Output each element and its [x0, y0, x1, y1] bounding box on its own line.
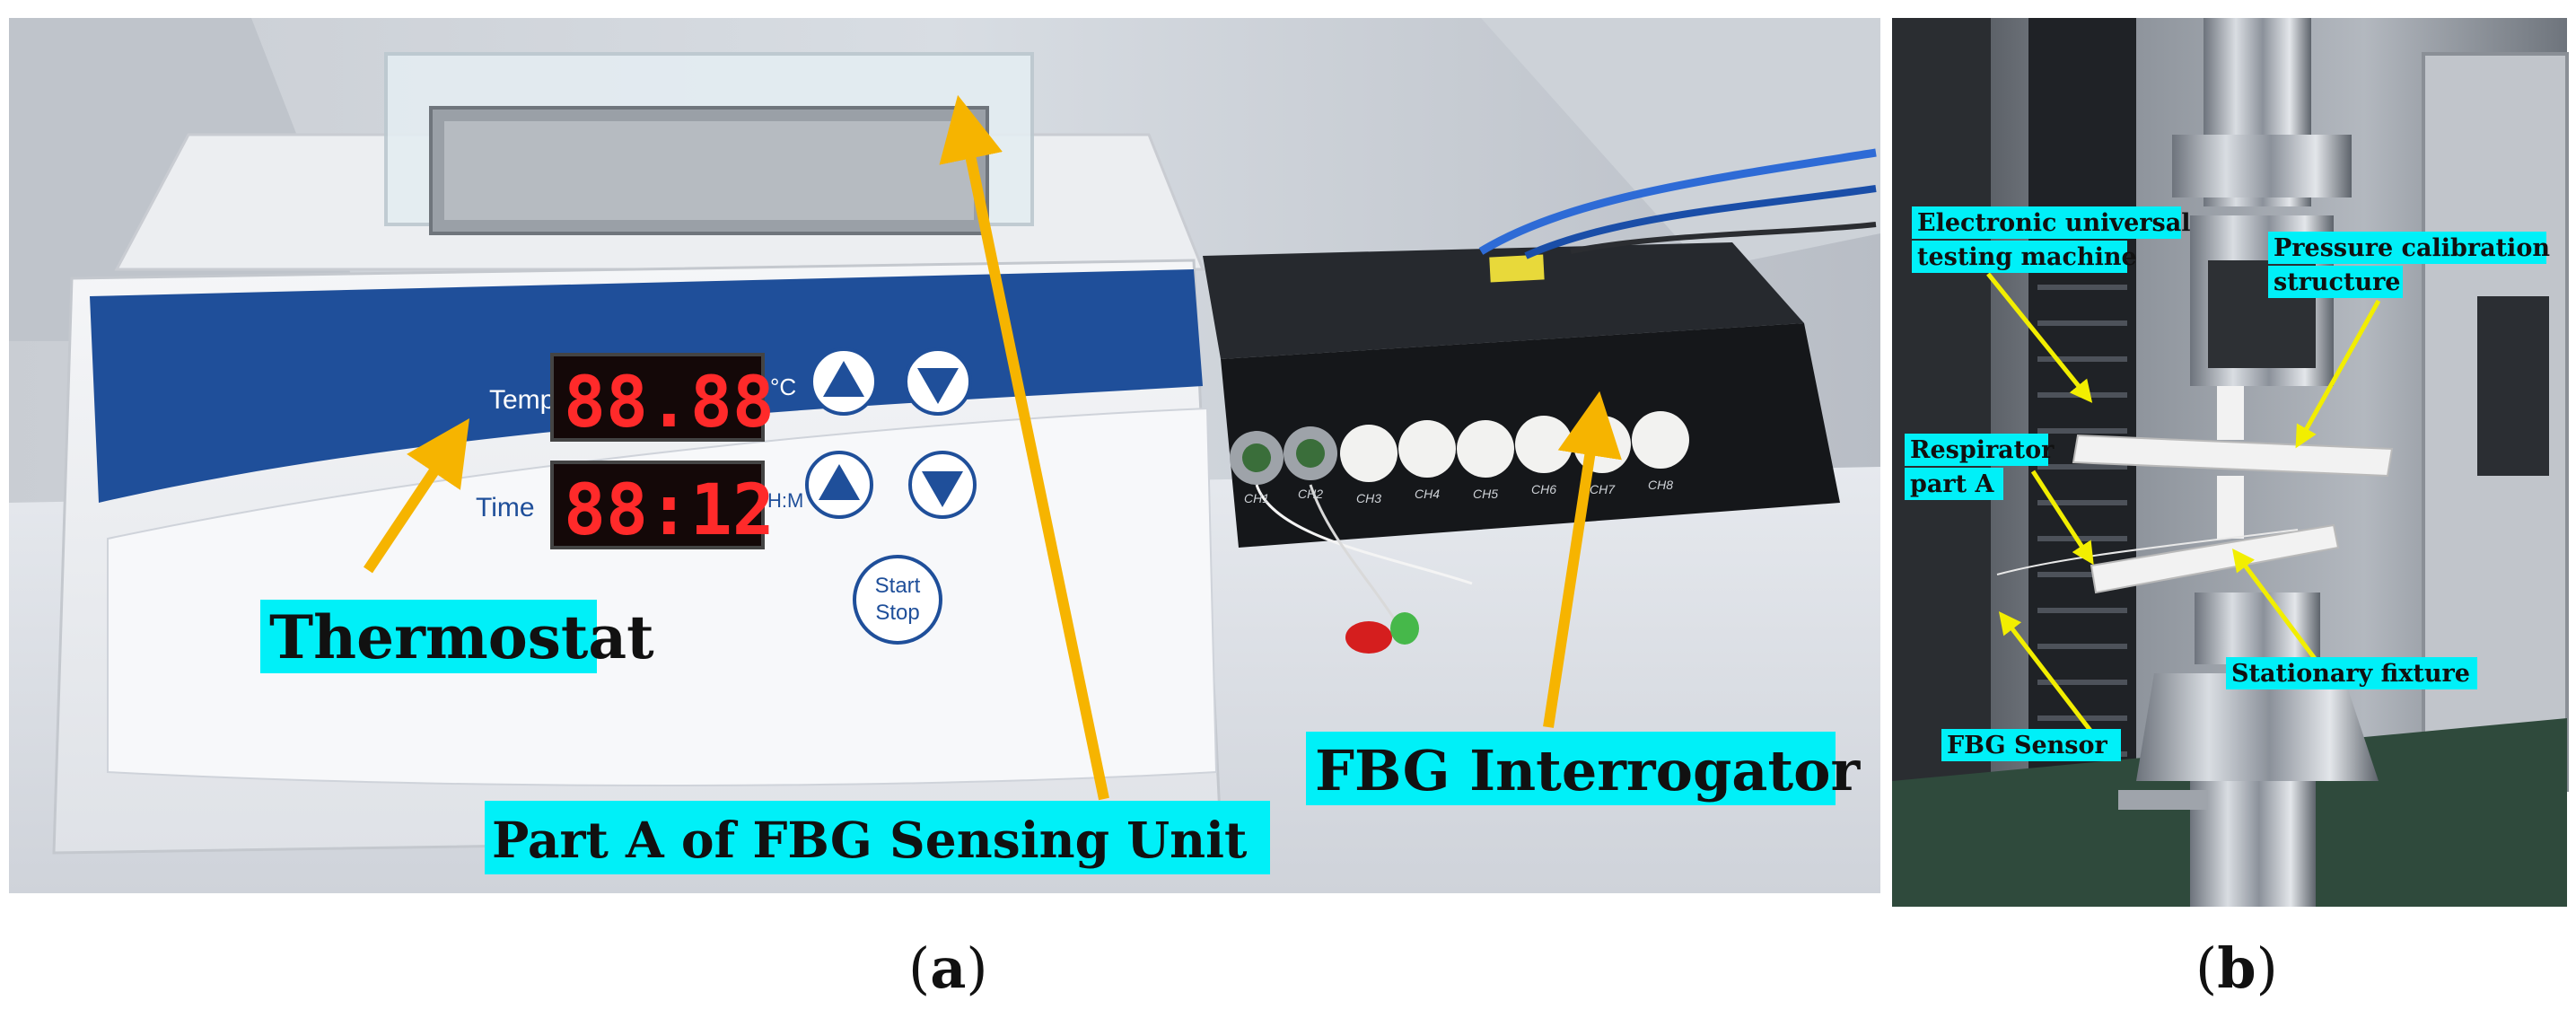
svg-text:testing machine: testing machine — [1917, 243, 2137, 271]
arrow-part-a — [939, 94, 1109, 801]
label-testing-machine: Electronic universal testing machine — [1912, 206, 2190, 273]
svg-text:Stop: Stop — [875, 601, 919, 625]
arrow-stationary-fixture — [2232, 549, 2318, 662]
channel-label-3: CH3 — [1356, 491, 1381, 505]
celsius-unit: °C — [770, 373, 796, 400]
channel-label-8: CH8 — [1648, 478, 1673, 492]
start-stop-button[interactable]: Start Stop — [853, 555, 942, 645]
thermostat-device: Temp 88.88 °C Time 88:12 H:M Start Sto — [52, 52, 1222, 855]
svg-text:Electronic universal: Electronic universal — [1917, 209, 2190, 237]
temp-display-value: 88.88 — [564, 363, 775, 443]
arrow-pressure-calibration — [2295, 299, 2381, 449]
channel-label-1: CH1 — [1244, 491, 1269, 505]
caption-a: (a) — [908, 935, 988, 1001]
arrow-thermostat — [364, 418, 470, 574]
svg-text:Respirator: Respirator — [1910, 436, 2055, 464]
arrow-testing-machine — [1986, 272, 2093, 403]
label-pressure-calibration: Pressure calibration structure — [2268, 232, 2550, 298]
channel-label-7: CH7 — [1590, 482, 1616, 496]
caption-a-letter: a — [930, 935, 967, 1001]
arrow-respirator — [2030, 470, 2094, 566]
caption-b: (b) — [2195, 935, 2278, 1001]
time-display — [550, 461, 765, 549]
time-label: Time — [476, 493, 535, 522]
time-display-value: 88:12 — [564, 470, 775, 551]
label-stationary-fixture: Stationary fixture — [2226, 657, 2477, 689]
time-up-button[interactable] — [805, 451, 873, 519]
label-respirator: Respirator part A — [1905, 434, 2055, 500]
time-down-button[interactable] — [908, 451, 977, 519]
svg-text:Thermostat: Thermostat — [269, 602, 654, 672]
svg-text:Start: Start — [875, 574, 921, 598]
channel-label-4: CH4 — [1415, 487, 1440, 501]
label-thermostat: Thermostat — [260, 600, 654, 673]
channel-label-6: CH6 — [1531, 482, 1556, 496]
hm-unit: H:M — [767, 489, 803, 512]
temp-display — [550, 353, 765, 442]
label-fbg-sensor: FBG Sensor — [1941, 729, 2121, 761]
arrow-interrogator — [1543, 391, 1622, 728]
svg-text:Part A of FBG Sensing Unit: Part A of FBG Sensing Unit — [492, 811, 1248, 869]
arrow-fbg-sensor — [1998, 611, 2093, 733]
temp-label: Temp — [489, 385, 555, 415]
temp-down-button[interactable] — [904, 347, 972, 416]
temp-up-button[interactable] — [810, 347, 878, 416]
channel-label-5: CH5 — [1473, 487, 1498, 501]
svg-text:structure: structure — [2274, 268, 2400, 296]
svg-text:FBG Sensor: FBG Sensor — [1947, 732, 2107, 759]
channel-label-2: CH2 — [1298, 487, 1323, 501]
svg-text:Pressure calibration: Pressure calibration — [2274, 234, 2550, 262]
svg-text:FBG Interrogator: FBG Interrogator — [1315, 738, 1861, 803]
caption-b-letter: b — [2217, 935, 2256, 1001]
label-fbg-interrogator: FBG Interrogator — [1306, 732, 1861, 805]
fbg-interrogator-device — [1203, 148, 1877, 654]
svg-text:Stationary fixture: Stationary fixture — [2231, 660, 2470, 688]
svg-text:part A: part A — [1910, 470, 1994, 498]
label-part-a: Part A of FBG Sensing Unit — [485, 801, 1270, 874]
channel-ports — [1230, 411, 1689, 485]
